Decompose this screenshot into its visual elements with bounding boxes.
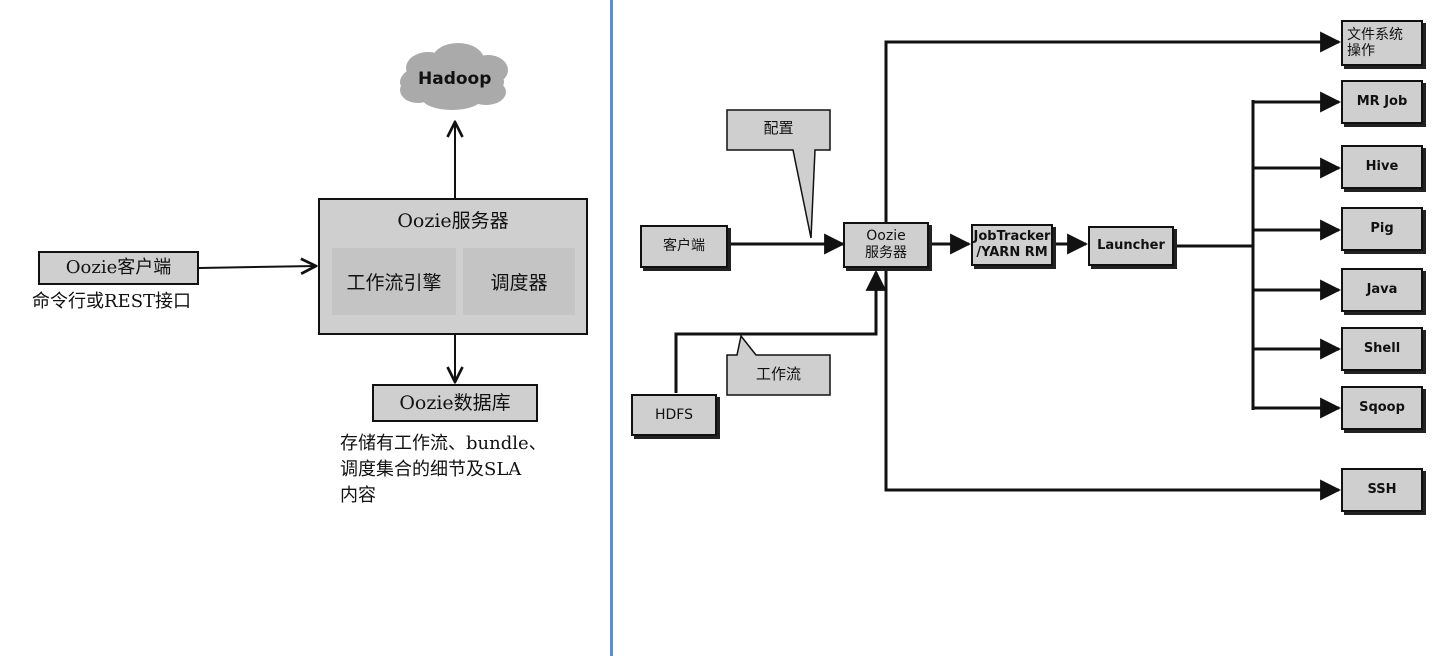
arrow-client-to-server bbox=[198, 266, 316, 268]
hdfs-node: HDFS bbox=[631, 394, 717, 436]
action-java: Java bbox=[1341, 268, 1423, 312]
action-sqoop: Sqoop bbox=[1341, 386, 1423, 430]
config-callout bbox=[726, 109, 831, 239]
server-line: 服务器 bbox=[865, 245, 907, 261]
oozie-server-title: Oozie服务器 bbox=[397, 210, 509, 232]
action-hive: Hive bbox=[1341, 145, 1423, 189]
jobtracker-line: /YARN RM bbox=[976, 245, 1048, 260]
oozie-client-box: Oozie客户端 bbox=[38, 251, 199, 285]
hadoop-cloud bbox=[400, 43, 508, 110]
scheduler-box: 调度器 bbox=[463, 248, 575, 315]
line-server-to-ssh bbox=[884, 268, 1342, 501]
line-server-to-fsops bbox=[884, 31, 1342, 222]
hadoop-label: Hadoop bbox=[418, 69, 492, 89]
oozie-server-node: Oozie 服务器 bbox=[843, 222, 929, 268]
workflow-label: 工作流 bbox=[755, 365, 801, 383]
fs-ops-line: 操作 bbox=[1347, 43, 1375, 59]
database-note-line: 内容 bbox=[340, 485, 376, 507]
oozie-database-note: 存储有工作流、bundle、 调度集合的细节及SLA 内容 bbox=[340, 431, 547, 509]
config-label: 配置 bbox=[763, 119, 794, 137]
action-pig: Pig bbox=[1341, 207, 1423, 251]
client-box: 客户端 bbox=[640, 225, 728, 268]
fs-ops-line: 文件系统 bbox=[1347, 26, 1403, 43]
fs-operations-node: 文件系统 操作 bbox=[1341, 20, 1423, 66]
database-note-line: 调度集合的细节及SLA bbox=[340, 459, 522, 481]
action-shell: Shell bbox=[1341, 327, 1423, 371]
jobtracker-node: JobTracker /YARN RM bbox=[971, 224, 1053, 266]
action-ssh: SSH bbox=[1341, 468, 1423, 512]
workflow-callout bbox=[726, 334, 831, 396]
jobtracker-line: JobTracker bbox=[973, 229, 1051, 245]
server-line: Oozie bbox=[866, 228, 906, 245]
launcher-node: Launcher bbox=[1088, 226, 1174, 266]
database-note-line: 存储有工作流、bundle、 bbox=[340, 433, 547, 454]
panel-divider bbox=[610, 0, 613, 656]
line-hdfs-to-server bbox=[674, 269, 887, 393]
oozie-client-note: 命令行或REST接口 bbox=[32, 291, 192, 312]
oozie-database-box: Oozie数据库 bbox=[372, 384, 538, 422]
workflow-engine-box: 工作流引擎 bbox=[332, 248, 456, 315]
action-mr-job: MR Job bbox=[1341, 80, 1423, 124]
